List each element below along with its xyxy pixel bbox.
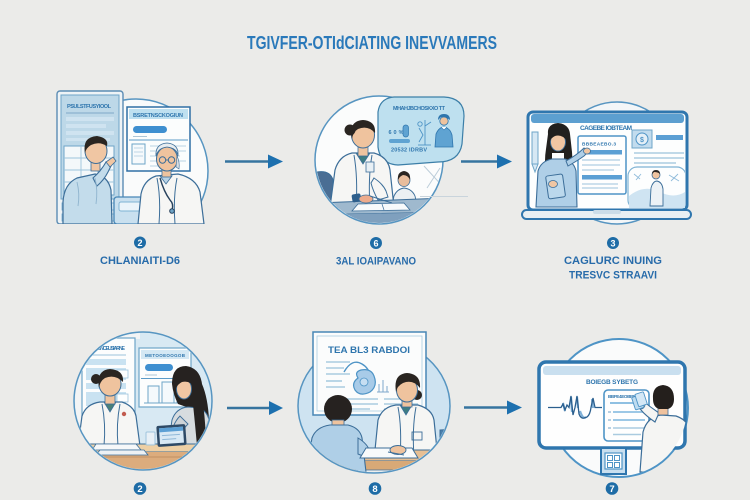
svg-text:3AL IOAIPAVANO: 3AL IOAIPAVANO: [336, 256, 416, 268]
svg-text:MHAHJBCHOSKXO TT: MHAHJBCHOSKXO TT: [393, 106, 446, 112]
svg-text:CHLANIAITI-D6: CHLANIAITI-D6: [100, 255, 180, 267]
svg-text:BBFE4EOBBE: BBFE4EOBBE: [608, 394, 636, 399]
svg-text:2: 2: [137, 484, 142, 495]
svg-text:BBBEAEBO.3: BBBEAEBO.3: [582, 142, 616, 148]
svg-text:PSULSTFUSYIOOL: PSULSTFUSYIOOL: [67, 104, 112, 110]
svg-text:TGIVFER-OTIdCIATING INEVVAMERS: TGIVFER-OTIdCIATING INEVVAMERS: [247, 33, 497, 53]
svg-text:3: 3: [610, 238, 615, 248]
svg-text:METOOEOOGOB: METOOEOOGOB: [145, 353, 186, 358]
svg-text:SOSOENCEUSIARNE: SOSOENCEUSIARNE: [87, 346, 126, 352]
svg-text:BOIEGB SYBETG: BOIEGB SYBETG: [586, 379, 638, 386]
svg-text:TRESVC STRAAVI: TRESVC STRAAVI: [569, 270, 657, 282]
svg-text:20532 IDRBV: 20532 IDRBV: [391, 148, 427, 154]
svg-text:BSRETNSCKOGIUN: BSRETNSCKOGIUN: [133, 113, 183, 119]
svg-text:8: 8: [372, 484, 377, 495]
svg-text:TEA BL3 RABDOI: TEA BL3 RABDOI: [328, 345, 410, 355]
svg-text:2: 2: [137, 238, 142, 248]
svg-text:$: $: [640, 137, 644, 144]
svg-text:CAGLURC INUING: CAGLURC INUING: [564, 255, 662, 267]
svg-text:CAGEBE IOBTEAM: CAGEBE IOBTEAM: [580, 125, 632, 132]
svg-text:60%: 60%: [389, 130, 404, 136]
svg-text:6: 6: [373, 238, 378, 248]
svg-text:7: 7: [609, 484, 614, 495]
